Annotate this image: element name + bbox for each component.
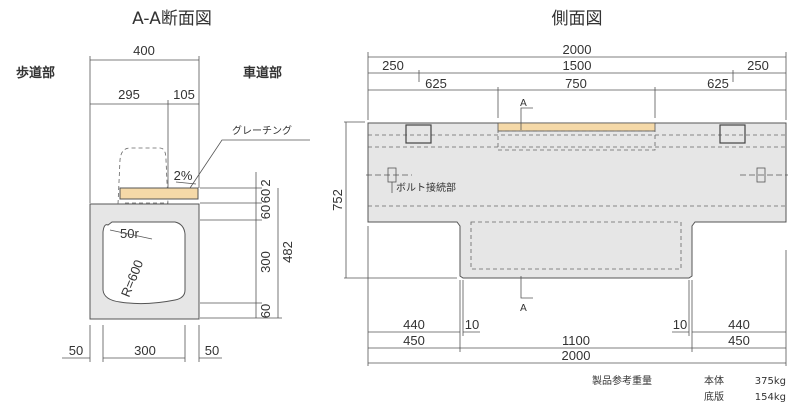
dim-300: 300 [134,343,156,358]
dim-440-left: 440 [403,317,425,332]
grating-label: グレーチング [232,124,292,137]
hidden-line [497,130,656,151]
dim-60a: 60 [258,189,273,203]
dim-625-right: 625 [707,76,729,91]
section-view: A-A断面図 歩道部 車道部 400 295 105 2% グレーチング 50r… [16,9,310,362]
bottom-dim-lines [367,226,787,366]
dim-750: 750 [565,76,587,91]
dim-1100: 1100 [562,333,590,348]
side-view: 側面図 2000 250 1500 250 625 750 625 [330,9,788,366]
dim-450-right: 450 [728,333,750,348]
dim-2000-top: 2000 [563,42,592,57]
dim-250-right: 250 [747,58,769,73]
dim-60c: 60 [258,304,273,318]
dim-250-left: 250 [382,58,404,73]
curb-outline [117,147,169,205]
dim-300v: 300 [258,251,273,273]
bolt-icon-right [740,167,788,183]
dim-50-left: 50 [69,343,83,358]
dim-482: 482 [280,241,295,263]
dim-440-right: 440 [728,317,750,332]
lifting-hole-left [405,124,432,144]
dim-10-right: 10 [673,317,687,332]
section-mark-text: A [520,98,527,109]
dim-1500: 1500 [563,58,592,73]
top-dim-lines [367,52,787,120]
dim-450-left: 450 [403,333,425,348]
roadway-label: 車道部 [243,65,282,81]
dim-105: 105 [173,87,195,102]
sidewalk-label: 歩道部 [16,65,55,81]
body-weight-label: 本体 [704,374,724,387]
dim-60b: 60 [258,205,273,219]
dim-752: 752 [330,189,345,211]
base-weight-value: 154kg [755,392,786,403]
dim-400: 400 [133,43,155,58]
lifting-hole-right [719,124,746,144]
section-mark-top: A [520,98,533,130]
dim-50-right: 50 [205,343,219,358]
corner-radius: 50r [120,226,139,241]
channel-opening [102,221,186,305]
section-mark-text: A [520,303,527,314]
section-title: A-A断面図 [132,9,212,29]
grating-leader [189,139,310,189]
bolt-label: ボルト接続部 [396,181,456,194]
weight-label: 製品参考重量 [592,374,652,387]
grating [119,187,199,200]
dim-2: 2 [258,179,273,186]
dim-10-left: 10 [465,317,479,332]
weights-note: 製品参考重量 本体 375kg 底版 154kg [592,374,786,403]
vertical-dims [200,172,282,319]
side-grating [497,122,656,132]
dim-295: 295 [118,87,140,102]
side-body [367,122,787,279]
radius-leader [109,229,153,240]
side-title: 側面図 [552,9,603,29]
body-weight-value: 375kg [755,376,786,387]
hidden-line [470,221,682,270]
dim-625-left: 625 [425,76,447,91]
bottom-dims [62,325,222,362]
section-mark-bottom: A [520,276,533,314]
base-weight-label: 底版 [704,390,724,403]
slope-label: 2% [174,168,193,183]
dim-2000-bottom: 2000 [562,348,591,363]
